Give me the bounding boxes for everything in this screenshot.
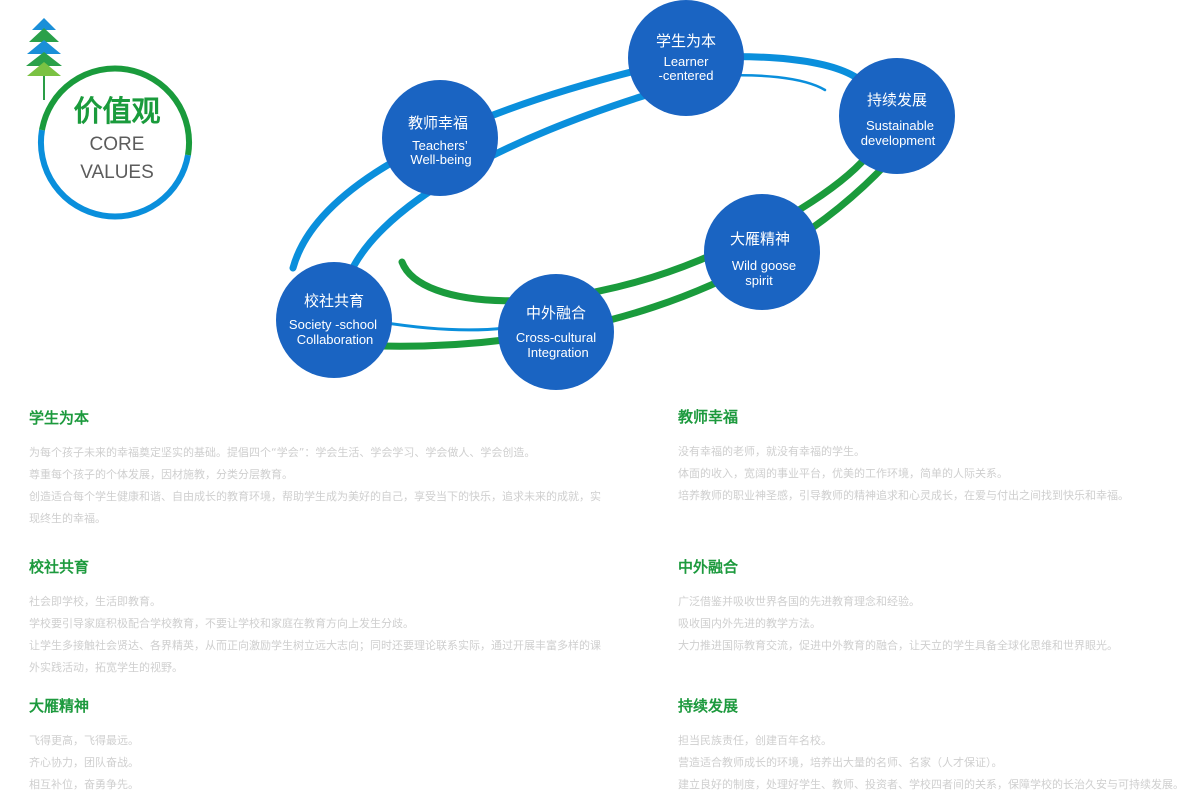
section-line: 为每个孩子未来的幸福奠定坚实的基础。提倡四个“学会”：学会生活、学会学习、学会做… — [29, 446, 536, 459]
section-line: 大力推进国际教育交流，促进中外教育的融合，让天立的学生具备全球化思维和世界眼光。 — [678, 639, 1118, 652]
section-line: 齐心协力，团队奋战。 — [29, 756, 139, 769]
section-line: 创造适合每个学生健康和谐、自由成长的教育环境，帮助学生成为美好的自己，享受当下的… — [29, 490, 601, 525]
node-wildgoose: 大雁精神 Wild goose spirit — [704, 194, 820, 310]
section-line: 体面的收入，宽阔的事业平台，优美的工作环境，简单的人际关系。 — [678, 467, 1008, 480]
node-wildgoose-en1: Wild goose — [732, 258, 796, 273]
logo-ring-blue — [37, 129, 191, 220]
section-line: 让学生多接触社会贤达、各界精英，从而正向激励学生树立远大志向；同时还要理论联系实… — [29, 639, 601, 674]
logo-ring-green — [39, 65, 193, 156]
node-teachers-en1: Teachers’ — [412, 138, 468, 153]
section-title: 持续发展 — [678, 697, 739, 715]
section-title: 教师幸福 — [678, 408, 739, 426]
node-crosscultural-en2: Integration — [527, 345, 588, 360]
section-title: 中外融合 — [678, 558, 739, 576]
node-teachers-en2: Well-being — [410, 152, 471, 167]
ring-blue-bottom — [378, 320, 507, 332]
section-line: 吸收国内外先进的教学方法。 — [678, 617, 821, 630]
node-wildgoose-cn: 大雁精神 — [730, 230, 790, 248]
section-crosscultural: 中外融合 广泛借鉴并吸收世界各国的先进教育理念和经验。 吸收国内外先进的教学方法… — [678, 556, 1198, 657]
node-society: 校社共育 Society -school Collaboration — [276, 262, 392, 378]
node-sustainable-en2: development — [861, 133, 936, 148]
core-values-diagram: 价值观 CORE VALUES 学生为本 Learner -centered 持… — [26, 0, 955, 390]
logo-title-en-1: CORE — [90, 134, 145, 155]
node-sustainable-cn: 持续发展 — [867, 91, 927, 109]
section-title: 校社共育 — [29, 558, 90, 576]
section-line: 尊重每个孩子的个体发展，因材施教，分类分层教育。 — [29, 468, 293, 481]
section-wildgoose: 大雁精神 飞得更高，飞得最远。 齐心协力，团队奋战。 相互补位，奋勇争先。 — [29, 695, 604, 796]
section-learner: 学生为本 为每个孩子未来的幸福奠定坚实的基础。提倡四个“学会”：学会生活、学会学… — [29, 407, 604, 530]
section-line: 学校要引导家庭积极配合学校教育，不要让学校和家庭在教育方向上发生分歧。 — [29, 617, 414, 630]
section-title: 大雁精神 — [29, 697, 90, 715]
node-wildgoose-en2: spirit — [745, 273, 773, 288]
node-sustainable-en1: Sustainable — [866, 118, 934, 133]
logo-title-en-2: VALUES — [80, 162, 154, 183]
section-line: 相互补位，奋勇争先。 — [29, 778, 139, 791]
ring-green-outer — [376, 156, 894, 350]
logo: 价值观 CORE VALUES — [26, 18, 193, 220]
node-learner-en1: Learner — [664, 54, 709, 69]
ring-green-inner — [398, 146, 876, 305]
node-sustainable: 持续发展 Sustainable development — [839, 58, 955, 174]
node-crosscultural-cn: 中外融合 — [526, 304, 586, 322]
section-line: 建立良好的制度，处理好学生、教师、投资者、学校四者间的关系，保障学校的长治久安与… — [678, 778, 1184, 791]
section-teachers: 教师幸福 没有幸福的老师，就没有幸福的学生。 体面的收入，宽阔的事业平台，优美的… — [678, 406, 1198, 507]
tree-logo-icon — [26, 18, 62, 100]
node-society-cn: 校社共育 — [304, 292, 364, 310]
node-crosscultural-en1: Cross-cultural — [516, 330, 596, 345]
section-line: 社会即学校，生活即教育。 — [29, 595, 161, 608]
section-line: 飞得更高，飞得最远。 — [29, 734, 139, 747]
node-teachers: 教师幸福 Teachers’ Well-being — [382, 80, 498, 196]
section-line: 没有幸福的老师，就没有幸福的学生。 — [678, 445, 865, 458]
node-crosscultural: 中外融合 Cross-cultural Integration — [498, 274, 614, 390]
node-society-en2: Collaboration — [297, 332, 374, 347]
node-teachers-cn: 教师幸福 — [408, 114, 468, 132]
section-title: 学生为本 — [29, 409, 90, 427]
node-learner-cn: 学生为本 — [656, 32, 716, 50]
node-learner-en2: -centered — [659, 68, 714, 83]
node-learner: 学生为本 Learner -centered — [628, 0, 744, 116]
section-line: 担当民族责任，创建百年名校。 — [678, 734, 832, 747]
section-line: 广泛借鉴并吸收世界各国的先进教育理念和经验。 — [678, 595, 920, 608]
node-society-en1: Society -school — [289, 317, 377, 332]
section-line: 培养教师的职业神圣感，引导教师的精神追求和心灵成长，在爱与付出之间找到快乐和幸福… — [678, 489, 1129, 502]
section-sustainable: 持续发展 担当民族责任，创建百年名校。 营造适合教师成长的环境，培养出大量的名师… — [678, 695, 1198, 796]
section-line: 营造适合教师成长的环境，培养出大量的名师、名家（人才保证）。 — [678, 756, 1003, 769]
section-society: 校社共育 社会即学校，生活即教育。 学校要引导家庭积极配合学校教育，不要让学校和… — [29, 556, 604, 679]
logo-title-cn: 价值观 — [73, 94, 160, 128]
